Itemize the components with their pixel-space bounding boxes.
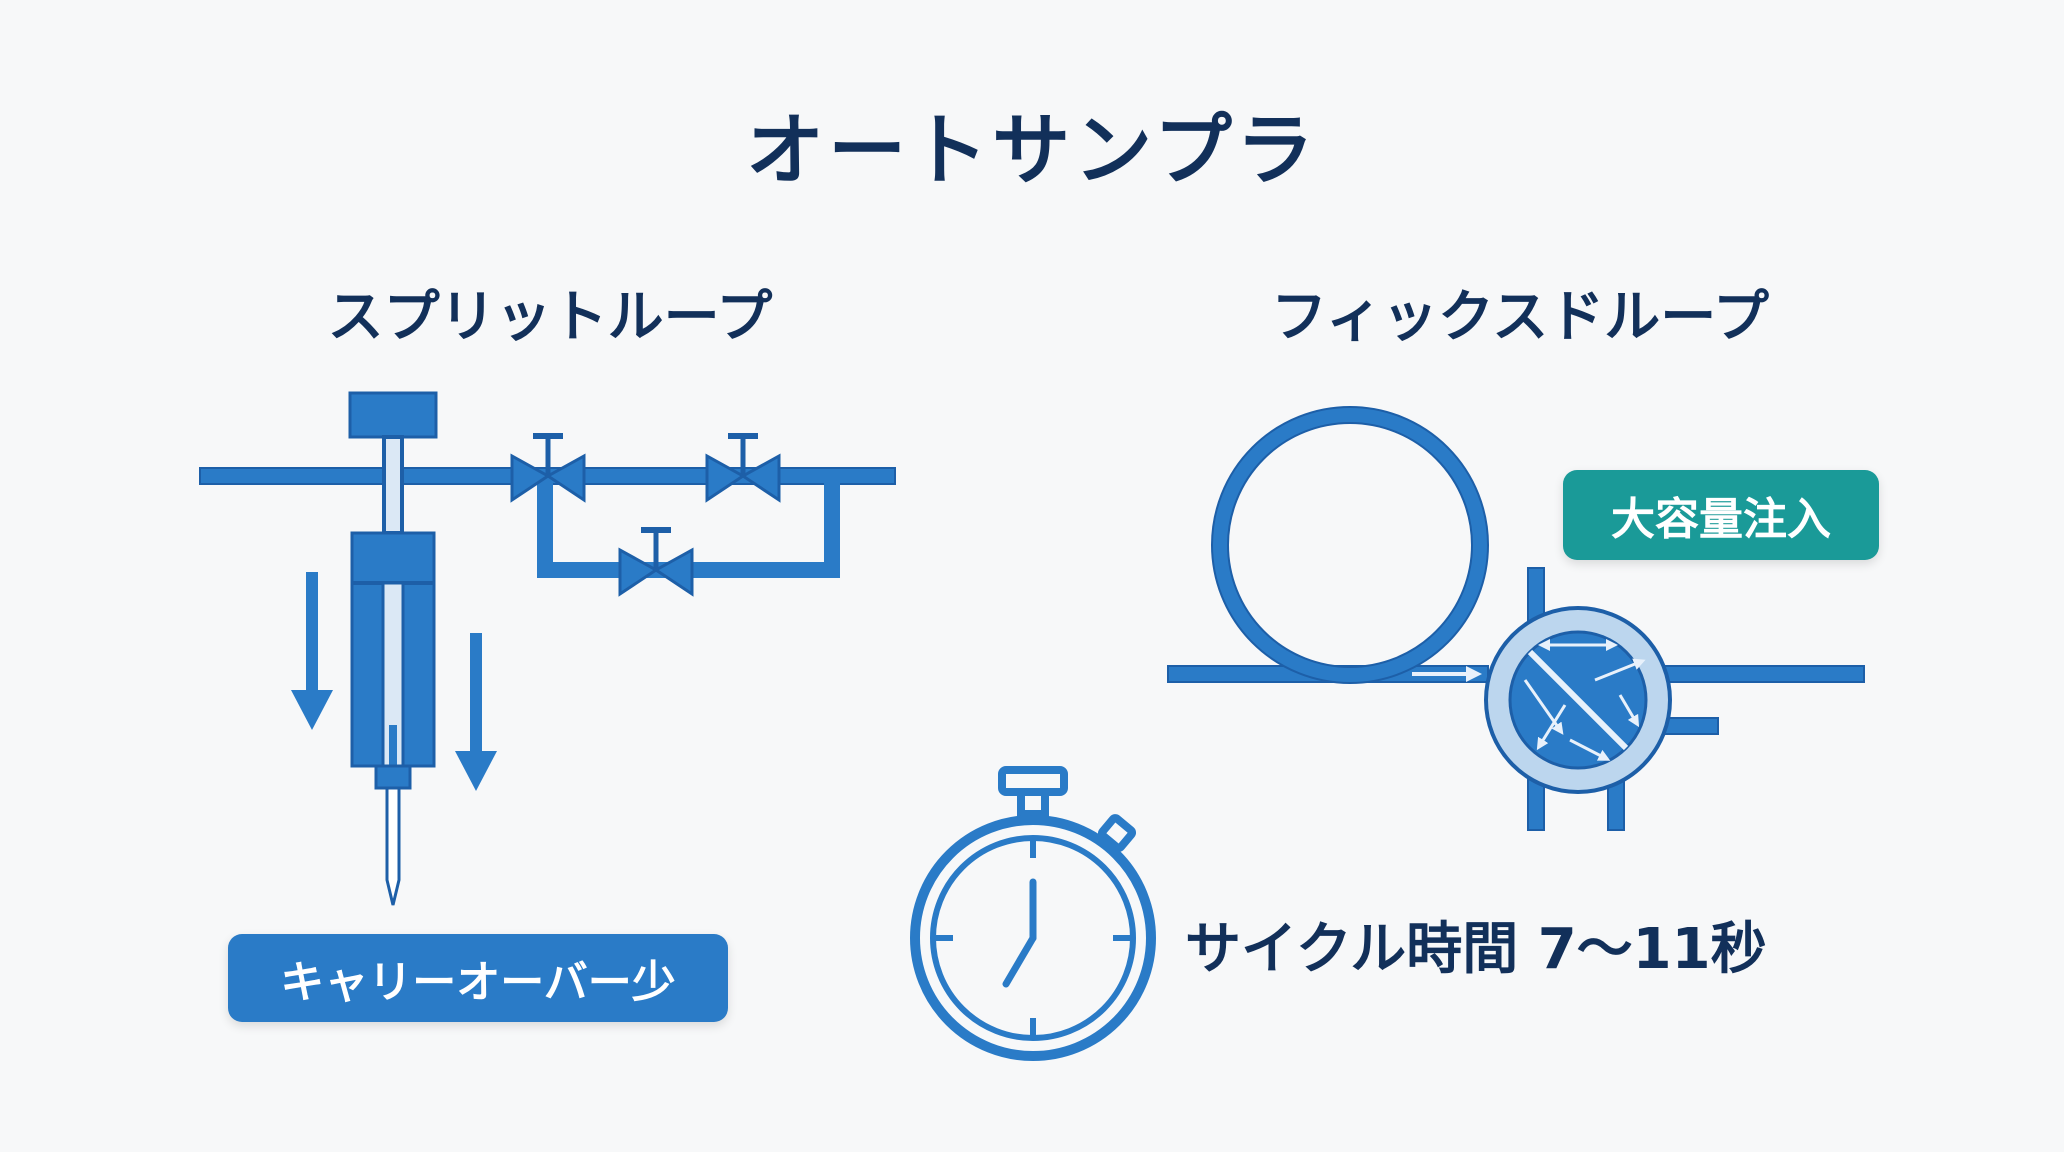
syringe-icon — [348, 391, 438, 906]
page-title: オートサンプラ — [746, 106, 1318, 196]
arrow-down-icon — [455, 633, 497, 791]
valve-icon — [618, 527, 694, 597]
fixed-loop-heading: フィックスドループ — [1271, 285, 1769, 350]
stopwatch-icon — [910, 766, 1156, 1061]
valve-icon — [510, 433, 586, 503]
split-loop-heading: スプリットループ — [327, 285, 773, 350]
rotary-valve-icon — [1484, 606, 1672, 794]
cycle-time-label: サイクル時間 7〜11秒 — [1185, 917, 1767, 982]
fixed-loop-diagram — [1167, 406, 1865, 831]
valve-icon — [705, 433, 781, 503]
large-volume-badge: 大容量注入 — [1563, 470, 1879, 560]
sample-loop-icon — [1212, 407, 1488, 683]
carryover-badge: キャリーオーバー少 — [228, 934, 728, 1022]
split-loop-diagram — [199, 391, 896, 906]
arrow-down-icon — [291, 572, 333, 730]
